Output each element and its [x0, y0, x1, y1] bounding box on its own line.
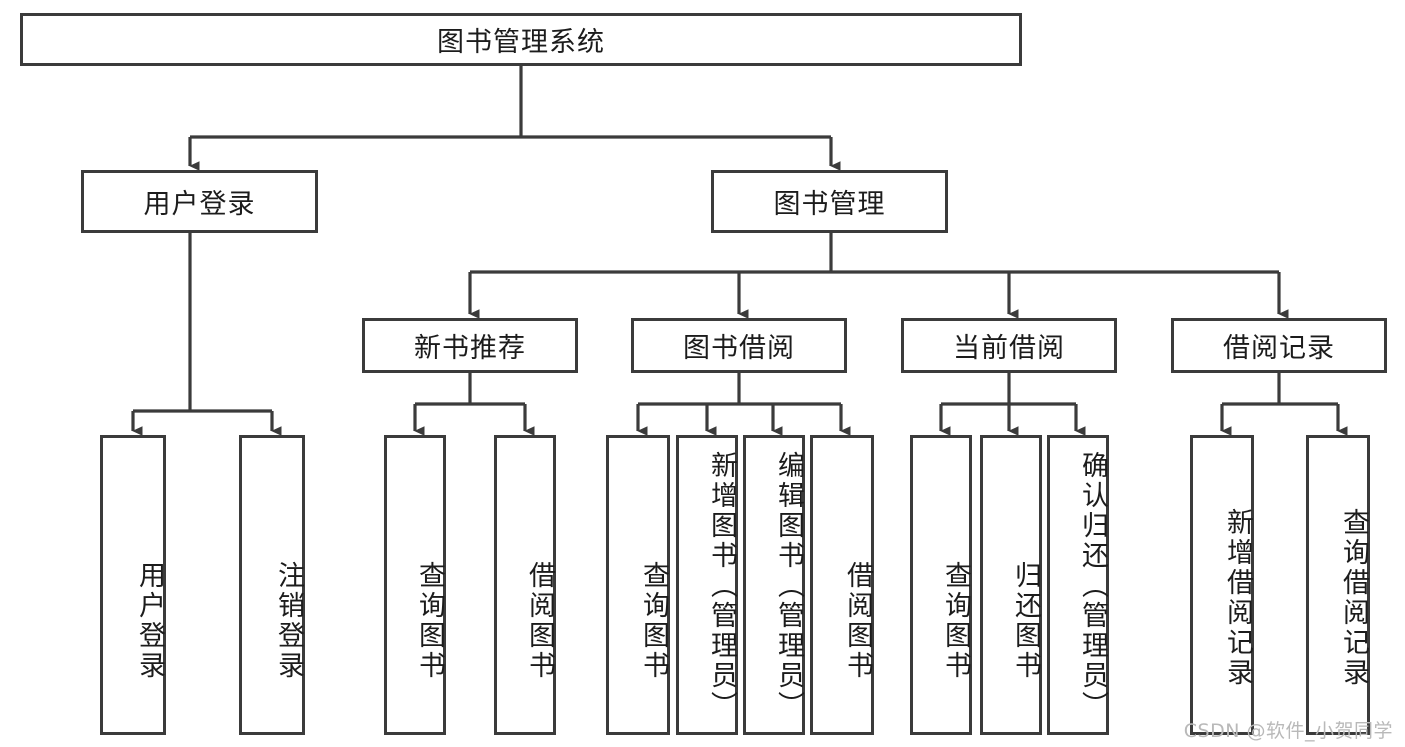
node-label: 新书推荐 [414, 333, 526, 364]
node-label: 用户登录 [143, 189, 256, 220]
leaf-query-book-current[interactable]: 查询图书 [910, 435, 972, 735]
node-label: 注销登录 [273, 560, 304, 681]
node-label: 归还图书 [1010, 560, 1041, 681]
leaf-borrow-book-borrow[interactable]: 借阅图书 [810, 435, 874, 735]
leaf-query-borrow-record[interactable]: 查询借阅记录 [1306, 435, 1370, 735]
node-label: 查询图书 [638, 560, 669, 681]
node-label: 借阅记录 [1223, 333, 1335, 364]
leaf-add-book[interactable]: 新增图书（管理员） [676, 435, 738, 735]
node-root-system[interactable]: 图书管理系统 [20, 13, 1022, 66]
node-book-borrow[interactable]: 图书借阅 [631, 318, 847, 373]
node-label: 新增图书（管理员） [706, 451, 737, 721]
node-user-login[interactable]: 用户登录 [81, 170, 318, 233]
leaf-return-book[interactable]: 归还图书 [980, 435, 1042, 735]
node-label: 查询图书 [414, 560, 445, 681]
node-current-borrow[interactable]: 当前借阅 [901, 318, 1117, 373]
leaf-logout-login[interactable]: 注销登录 [239, 435, 305, 735]
node-label: 当前借阅 [953, 333, 1065, 364]
node-label: 借阅图书 [842, 560, 873, 681]
leaf-add-borrow-record[interactable]: 新增借阅记录 [1190, 435, 1254, 735]
node-label: 新增借阅记录 [1222, 508, 1253, 688]
leaf-borrow-book-recommend[interactable]: 借阅图书 [494, 435, 556, 735]
node-label: 图书管理系统 [437, 27, 605, 58]
node-label: 查询图书 [940, 560, 971, 681]
leaf-confirm-return[interactable]: 确认归还（管理员） [1047, 435, 1109, 735]
leaf-query-book-borrow[interactable]: 查询图书 [606, 435, 670, 735]
node-label: 图书管理 [773, 189, 886, 220]
node-label: 查询借阅记录 [1338, 508, 1369, 688]
leaf-query-book-recommend[interactable]: 查询图书 [384, 435, 446, 735]
node-borrow-record[interactable]: 借阅记录 [1171, 318, 1387, 373]
node-book-management[interactable]: 图书管理 [711, 170, 948, 233]
node-new-book-recommend[interactable]: 新书推荐 [362, 318, 578, 373]
node-label: 图书借阅 [683, 333, 795, 364]
node-label: 确认归还（管理员） [1077, 451, 1108, 721]
leaf-edit-book[interactable]: 编辑图书（管理员） [743, 435, 805, 735]
leaf-user-login[interactable]: 用户登录 [100, 435, 166, 735]
node-label: 借阅图书 [524, 560, 555, 681]
node-label: 编辑图书（管理员） [773, 451, 804, 721]
node-label: 用户登录 [134, 560, 165, 681]
